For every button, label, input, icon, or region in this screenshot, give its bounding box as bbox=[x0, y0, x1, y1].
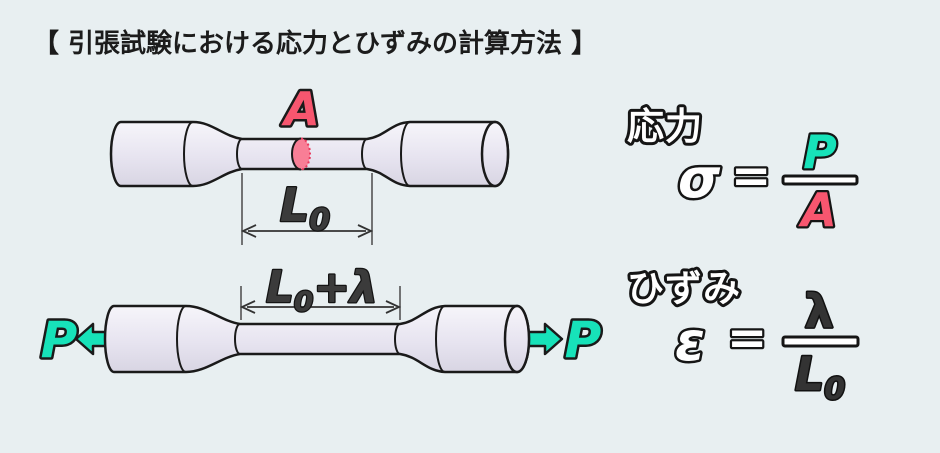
strain-equals: = bbox=[727, 310, 767, 366]
cross-section-hidden-edge bbox=[300, 137, 311, 171]
page-title: 【 引張試験における応力とひずみの計算方法 】 bbox=[33, 28, 597, 59]
stretched-length-label: L0+λ bbox=[266, 262, 378, 318]
cross-section-front-edge bbox=[291, 137, 302, 171]
cross-section-area bbox=[292, 138, 310, 170]
strain-symbol: ε bbox=[675, 310, 705, 373]
stress-numerator: P bbox=[803, 125, 837, 179]
stress-denominator: A bbox=[798, 183, 837, 237]
strain-heading: ひずみ bbox=[627, 267, 741, 310]
specimen-top: A L0 bbox=[109, 80, 510, 245]
strain-numerator: λ bbox=[804, 284, 833, 338]
stress-fraction-bar bbox=[781, 174, 859, 186]
gauge-dimension-arrow bbox=[240, 224, 374, 238]
strain-denominator: L0 bbox=[795, 347, 845, 407]
gauge-extension-lines bbox=[241, 173, 373, 245]
specimen-bottom-end-cap bbox=[503, 304, 531, 374]
stress-formula: 応力 σ = P A bbox=[624, 102, 859, 239]
stretched-dimension-arrow bbox=[239, 300, 402, 314]
specimen-bottom-junction-arcs bbox=[176, 305, 446, 373]
stress-symbol: σ bbox=[678, 147, 721, 210]
specimen-bottom-body bbox=[103, 304, 531, 374]
load-label-right: P bbox=[565, 311, 602, 369]
stretched-extension-lines bbox=[240, 286, 401, 320]
strain-fraction-bar bbox=[781, 335, 860, 348]
gauge-length-label: L0 bbox=[280, 178, 330, 238]
strain-formula: ひずみ ε = λ L0 bbox=[624, 264, 860, 409]
load-label-left: P bbox=[41, 311, 78, 369]
area-label: A bbox=[281, 82, 320, 136]
specimen-top-junction-arcs bbox=[183, 121, 411, 187]
specimen-top-end-cap bbox=[480, 120, 510, 188]
stress-equals: = bbox=[731, 148, 771, 204]
stress-heading: 応力 bbox=[627, 105, 703, 148]
specimen-bottom: P P L0+λ bbox=[38, 261, 604, 374]
